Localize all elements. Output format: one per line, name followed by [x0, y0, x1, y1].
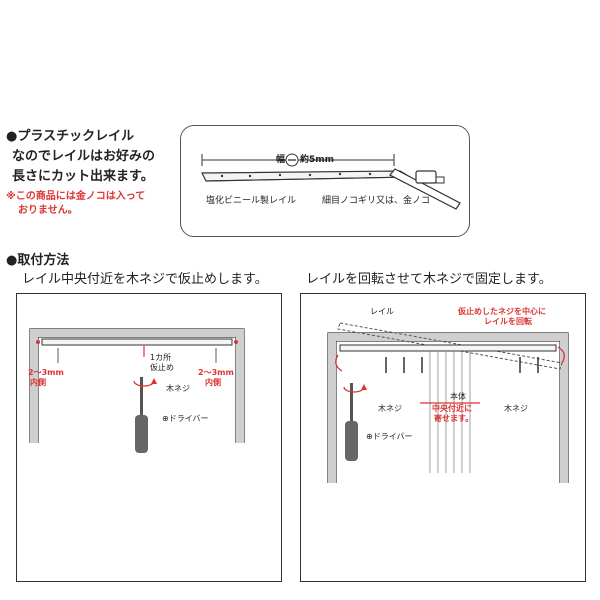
width-value: 約5mm	[300, 155, 335, 165]
gap-left-1: 2～3mm	[28, 368, 64, 377]
gap-right-1: 2～3mm	[198, 368, 234, 377]
section2-title: ●取付方法	[6, 253, 70, 268]
driver-label-left: ⊕ドライバー	[162, 414, 209, 423]
rail-label: 塩化ビニール製レイル	[206, 196, 297, 206]
gap-right-2: 内側	[205, 378, 221, 387]
screw-label-left: 木ネジ	[166, 384, 190, 393]
body-label: 本体	[450, 392, 466, 401]
center-note-1: 中央付近に	[432, 404, 472, 413]
step2-diagram	[327, 322, 569, 483]
driver-label-right: ⊕ドライバー	[366, 432, 413, 441]
temp-fix-2: 仮止め	[150, 363, 174, 372]
gap-left-2: 内側	[30, 378, 46, 387]
section1-note-1: ※この商品には金ノコは入って	[6, 191, 146, 202]
center-note-2: 寄せます。	[434, 414, 474, 423]
step1-diagram	[29, 328, 245, 453]
section1-line3: 長さにカット出来ます。	[12, 169, 154, 184]
section1-title: ●プラスチックレイル	[6, 129, 135, 144]
rotate-note-1: 仮止めしたネジを中心に	[458, 307, 546, 316]
rail-illustration	[201, 153, 461, 210]
screw-label-right-left: 木ネジ	[378, 404, 402, 413]
temp-fix-1: 1カ所	[150, 353, 172, 362]
rotate-note-2: レイルを回転	[484, 317, 532, 326]
width-label: 幅	[276, 155, 286, 165]
saw-label: 細目ノコギリ又は、金ノコ	[322, 196, 431, 206]
step1-text: レイル中央付近を木ネジで仮止めします。	[22, 272, 268, 287]
screw-label-right-right: 木ネジ	[504, 404, 528, 413]
rail-label-right: レイル	[370, 307, 394, 316]
section1-note-2: おりません。	[18, 205, 78, 216]
section1-line2: なのでレイルはお好みの	[12, 149, 156, 164]
step2-text: レイルを回転させて木ネジで固定します。	[306, 272, 552, 287]
